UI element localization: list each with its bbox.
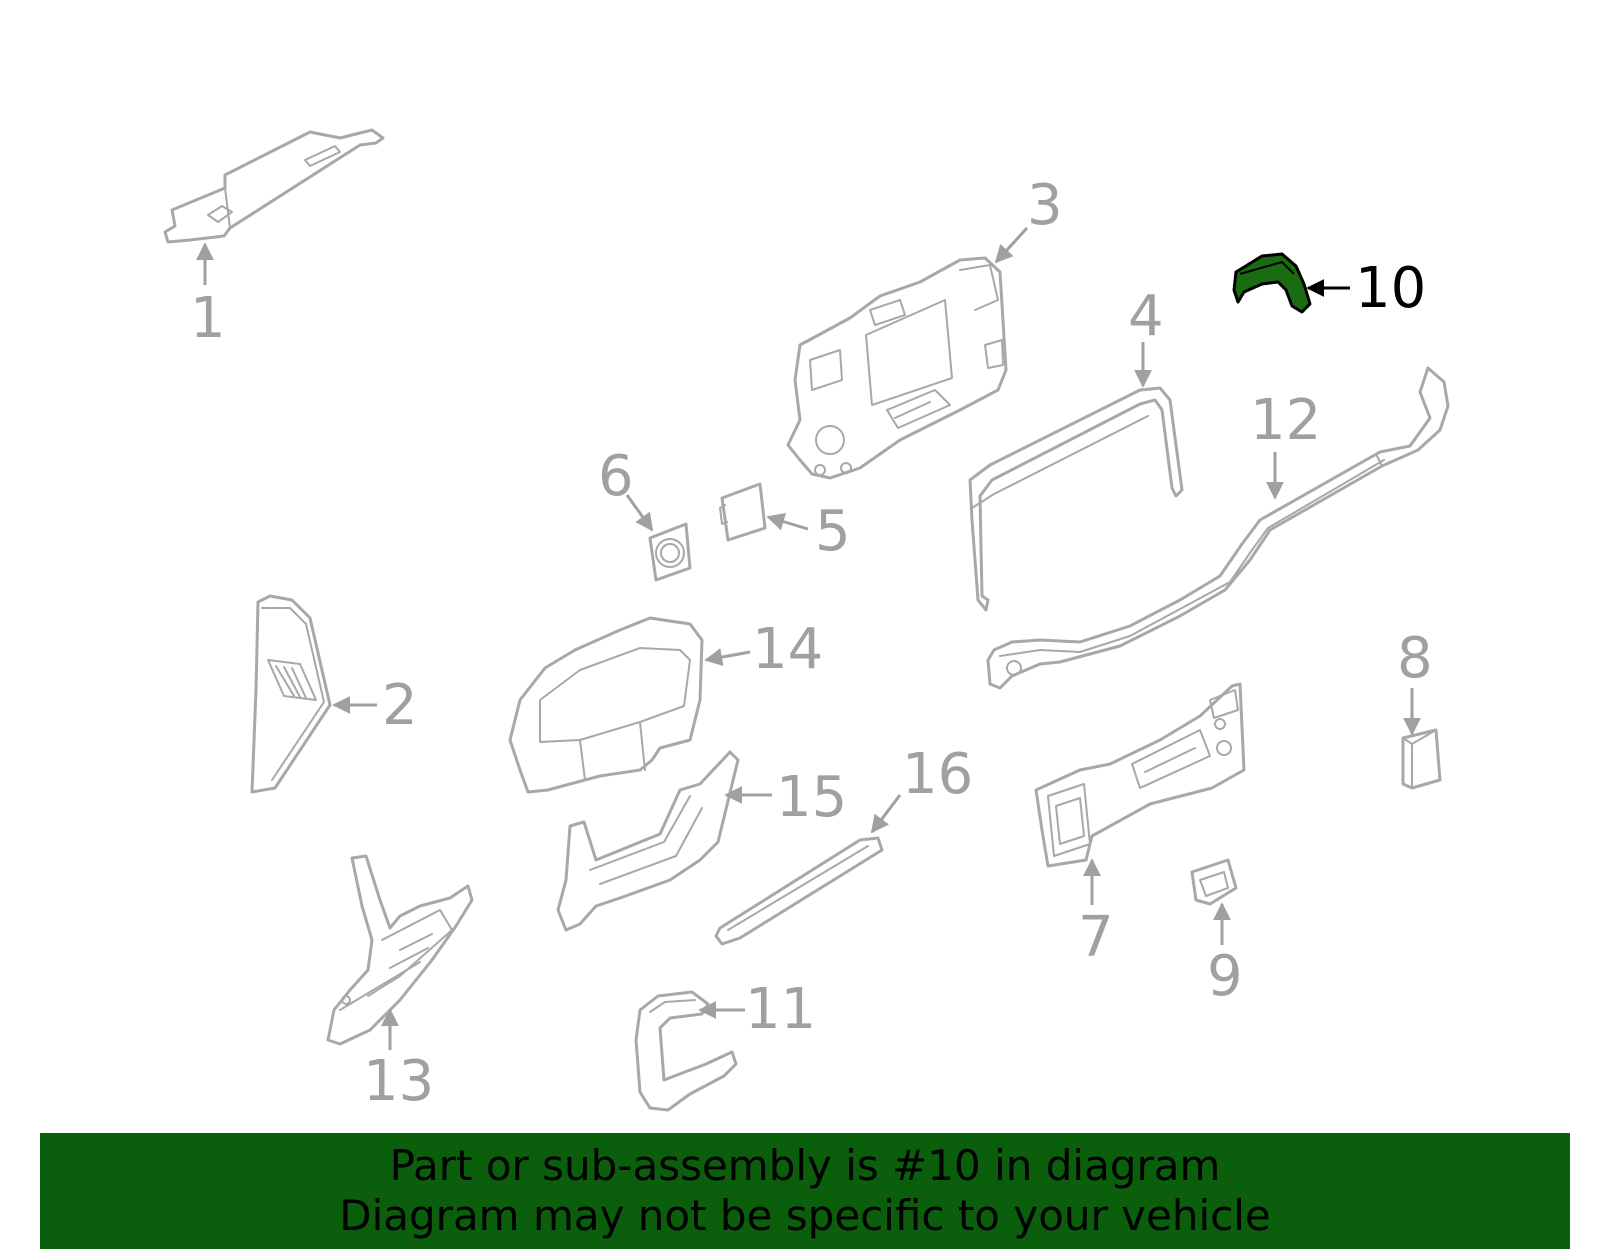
part-8-block [1401,728,1442,790]
part-13-console-panel [326,854,474,1046]
part-12-dash-panel [986,366,1450,690]
svg-text:5: 5 [815,499,851,564]
part-1-bracket [163,128,385,244]
banner-line-2: Diagram may not be specific to your vehi… [339,1191,1271,1240]
svg-text:14: 14 [752,617,823,682]
callout-15: 15 [724,765,847,830]
callout-6: 6 [598,444,654,532]
svg-text:9: 9 [1207,944,1243,1009]
banner-line-1: Part or sub-assembly is #10 in diagram [389,1141,1221,1190]
part-7-console-bezel [1034,682,1246,868]
part-15-lower-trim [556,750,740,932]
callout-3: 3 [994,173,1063,264]
svg-text:2: 2 [382,673,418,738]
part-10-shape [1232,252,1312,314]
svg-text:4: 4 [1128,284,1164,349]
svg-text:7: 7 [1078,905,1114,970]
callout-11: 11 [698,977,816,1042]
callout-7: 7 [1078,858,1114,970]
info-banner: Part or sub-assembly is #10 in diagram D… [40,1133,1570,1249]
svg-text:3: 3 [1027,173,1063,238]
part-9-clip [1190,858,1238,906]
callout-16: 16 [870,742,973,834]
svg-text:13: 13 [363,1049,434,1114]
part-6-switch [648,522,692,582]
callout-4: 4 [1128,284,1164,388]
svg-text:8: 8 [1397,626,1433,691]
part-4-bezel-frame [968,386,1184,612]
svg-text:15: 15 [776,765,847,830]
part-16-strip [714,836,884,946]
svg-text:6: 6 [598,444,634,509]
part-2-trim-panel [250,594,332,794]
callout-13: 13 [363,1008,434,1114]
callout-10: 10 [1306,256,1426,321]
callout-12: 12 [1250,388,1321,500]
callout-8: 8 [1397,626,1433,736]
callout-1: 1 [190,242,226,351]
svg-text:16: 16 [902,742,973,807]
svg-text:11: 11 [745,977,816,1042]
svg-text:1: 1 [190,286,226,351]
part-14-pocket [508,616,704,794]
svg-text:10: 10 [1355,256,1426,321]
svg-text:12: 12 [1250,388,1321,453]
part-3-instrument-cluster [786,256,1008,480]
callout-9: 9 [1207,902,1243,1009]
callout-2: 2 [332,673,418,738]
callout-5: 5 [766,499,851,564]
part-5-cover [719,482,767,542]
callout-14: 14 [704,617,823,682]
part-10-highlighted [1232,252,1312,314]
